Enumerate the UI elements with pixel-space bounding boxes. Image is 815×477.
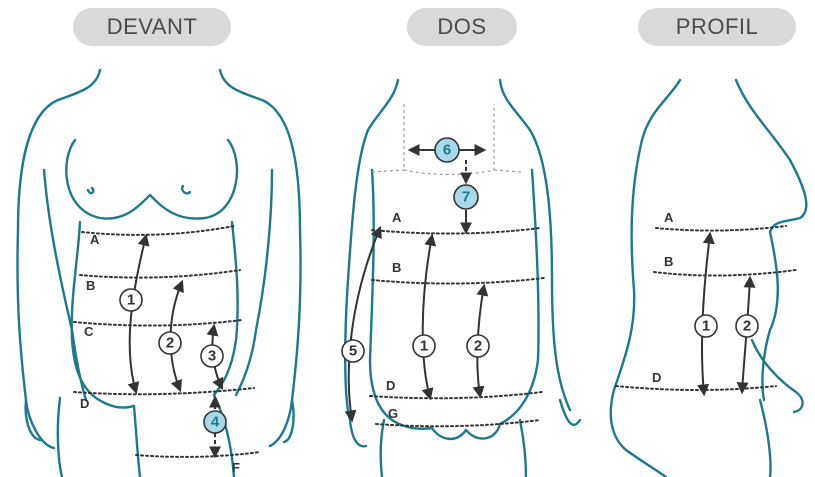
- back-label-b: B: [392, 260, 401, 275]
- profile-body-figure: [611, 80, 807, 477]
- svg-text:7: 7: [462, 189, 470, 206]
- profile-label-a: A: [664, 210, 674, 225]
- back-marker-7: 7: [454, 185, 478, 209]
- front-body-figure: [17, 70, 300, 477]
- back-label-d: D: [386, 378, 395, 393]
- back-label-g: G: [388, 406, 398, 421]
- front-marker-3: 3: [201, 345, 223, 367]
- profile-label-d: D: [652, 370, 661, 385]
- back-marker-1: 1: [413, 335, 435, 357]
- front-label-b: B: [86, 278, 95, 293]
- front-marker-1: 1: [120, 289, 142, 311]
- back-body-figure: [345, 80, 580, 477]
- back-measure-lines: [370, 228, 544, 426]
- svg-text:6: 6: [443, 142, 451, 159]
- svg-text:1: 1: [127, 292, 135, 309]
- svg-text:4: 4: [211, 414, 220, 431]
- profile-marker-1: 1: [695, 315, 717, 337]
- profile-measure-lines: [616, 226, 796, 390]
- front-marker-2: 2: [159, 332, 181, 354]
- svg-text:2: 2: [743, 318, 751, 335]
- profile-marker-2: 2: [736, 315, 758, 337]
- svg-text:1: 1: [702, 318, 710, 335]
- front-label-f: F: [232, 460, 240, 475]
- back-marker-6: 6: [435, 138, 459, 162]
- front-label-c: C: [84, 324, 94, 339]
- profile-label-b: B: [664, 254, 673, 269]
- back-label-a: A: [392, 210, 402, 225]
- front-label-d: D: [80, 396, 89, 411]
- back-marker-5: 5: [342, 340, 364, 362]
- svg-text:5: 5: [349, 343, 357, 360]
- front-marker-4: 4: [204, 411, 226, 433]
- front-label-a: A: [90, 232, 100, 247]
- svg-text:2: 2: [474, 338, 482, 355]
- svg-text:3: 3: [208, 348, 216, 365]
- svg-text:1: 1: [420, 338, 428, 355]
- svg-text:2: 2: [166, 335, 174, 352]
- back-marker-2: 2: [467, 335, 489, 357]
- profile-arrows: [702, 234, 750, 394]
